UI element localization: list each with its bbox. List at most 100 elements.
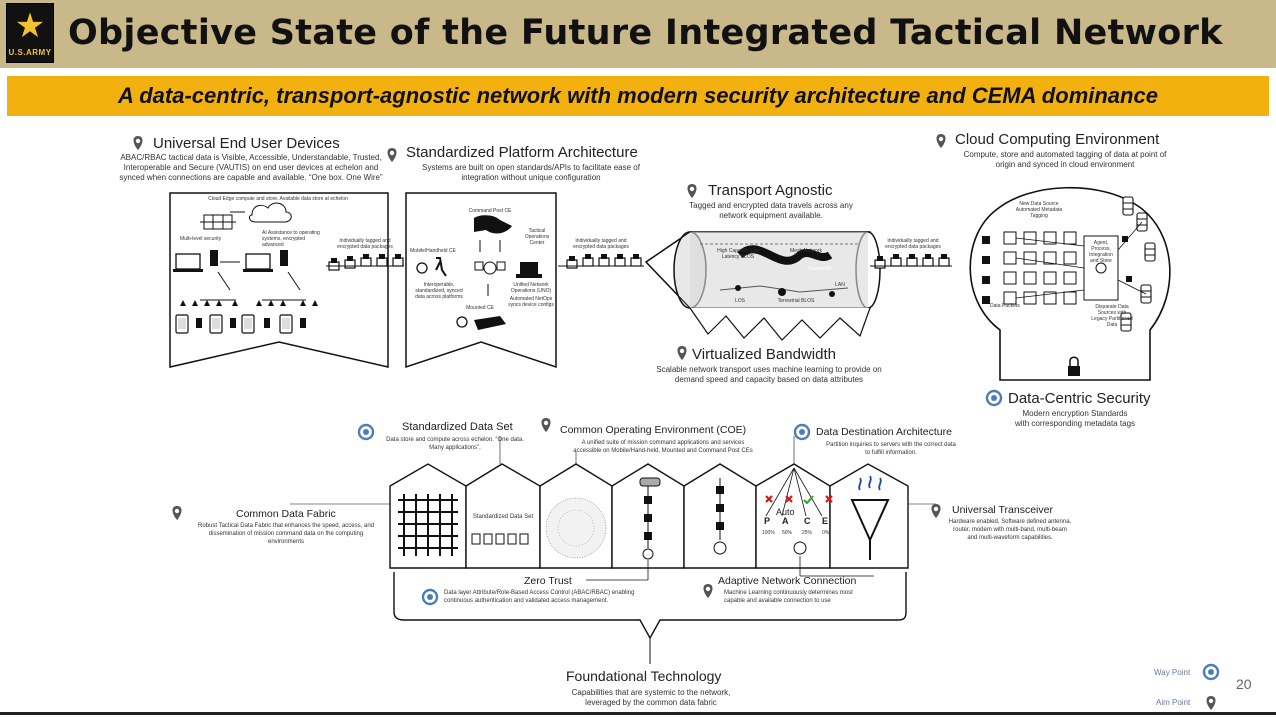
header-bar xyxy=(0,0,1276,68)
command-post-label: Command Post CE xyxy=(468,208,512,214)
subtitle: A data-centric, transport-agnostic netwo… xyxy=(118,83,1158,108)
desc-line: dissemination of mission command data on… xyxy=(208,531,364,537)
desc-line: network equipment available. xyxy=(719,211,823,220)
coe-desc: A unified suite of mission command appli… xyxy=(548,439,778,455)
page-number: 20 xyxy=(1236,676,1252,692)
desc-line: Capabilities that are systemic to the ne… xyxy=(571,688,731,697)
pace-pct-1: 50% xyxy=(782,530,793,536)
desc-line: integration without unique configuration xyxy=(461,173,601,182)
desc-line: Hardware enabled, Software defined anten… xyxy=(948,519,1072,525)
desc-line: Interoperable and Secure (VAUTIS) on end… xyxy=(123,163,379,172)
toc-label: Tactical Operations Center xyxy=(524,228,550,246)
diagram-graphics xyxy=(133,134,1220,710)
desc-line: demand speed and capacity based on data … xyxy=(674,375,864,384)
multilevel-label: Multi-level security xyxy=(180,236,222,242)
pace-a: A xyxy=(782,516,789,526)
desc-line: Robust Tactical Data Fabric that enhance… xyxy=(198,523,374,529)
desc-line: A unified suite of mission command appli… xyxy=(581,440,745,446)
adaptive-network-desc: Machine Learning continuously determines… xyxy=(724,589,894,605)
zero-trust-desc: Data layer Attribute/Role-Based Access C… xyxy=(444,589,674,605)
high-capacity-label: High Capacity Low Latency BLOS xyxy=(717,248,759,260)
cloud-computing-desc: Compute, store and automated tagging of … xyxy=(930,150,1200,170)
bandwidth-label: Bandwidth xyxy=(808,266,832,272)
pace-c: C xyxy=(804,516,811,526)
uno-desc: Automated NetOps syncs device configs xyxy=(508,296,554,308)
pace-auto: Auto xyxy=(776,507,795,517)
data-packets-label: Data Packets xyxy=(990,303,1020,309)
data-centric-security-desc: Modern encryption Standards with corresp… xyxy=(990,409,1160,429)
desc-line: continuous authentication and validated … xyxy=(444,598,609,604)
los-label: LOS xyxy=(734,298,745,304)
packet-label-1: Individually tagged and encrypted data p… xyxy=(337,238,393,250)
data-centric-security-title: Data-Centric Security xyxy=(1008,390,1151,407)
universal-transceiver-title: Universal Transceiver xyxy=(952,504,1053,516)
mounted-label: Mounted CE xyxy=(466,305,494,311)
desc-line: environments xyxy=(267,539,305,545)
legend-aim-point: Aim Point xyxy=(1156,698,1191,707)
desc-line: router, modem with multi-band, multi-bea… xyxy=(953,527,1067,533)
common-data-fabric-desc: Robust Tactical Data Fabric that enhance… xyxy=(186,522,386,546)
mobile-label: Mobile/Handheld CE xyxy=(410,248,456,254)
uno-label: Unified Network Operations (UNO) xyxy=(510,282,552,294)
desc-line: ABAC/RBAC tactical data is Visible, Acce… xyxy=(120,153,382,162)
desc-line: accessible on Mobile/Hand-held, Mounted … xyxy=(573,448,753,454)
pace-pct-2: 25% xyxy=(802,530,813,536)
desc-line: Systems are built on open standards/APIs… xyxy=(422,163,640,172)
desc-line: Scalable network transport uses machine … xyxy=(656,365,882,374)
terrestrial-label: Terrestrial BLOS xyxy=(777,298,815,304)
lan-label: LAN xyxy=(835,282,845,288)
desc-line: Modern encryption Standards xyxy=(1022,409,1128,418)
foundational-title: Foundational Technology xyxy=(566,668,722,684)
interop-label: Interoperable, standardized, synced data… xyxy=(415,282,463,300)
transport-agnostic-title: Transport Agnostic xyxy=(708,182,833,199)
desc-line: Partition inquiries to servers with the … xyxy=(826,442,956,448)
desc-line: and multi-waveform capabilities. xyxy=(967,535,1053,541)
page-title: Objective State of the Future Integrated… xyxy=(68,13,1223,53)
desc-line: capable and available connection to use xyxy=(724,598,831,604)
desc-line: Compute, store and automated tagging of … xyxy=(963,150,1167,159)
new-source-label: New Data Source Automated Metadata Taggi… xyxy=(1015,201,1063,219)
transport-agnostic-desc: Tagged and encrypted data travels across… xyxy=(656,201,886,221)
desc-line: to fulfill information. xyxy=(865,450,917,456)
desc-line: Machine Learning continuously determines… xyxy=(724,590,853,596)
ai-label: AI Assistance to operating systems, encr… xyxy=(262,230,320,248)
army-logo: ★ U.S.ARMY xyxy=(6,3,54,63)
universal-end-user-title: Universal End User Devices xyxy=(153,135,340,152)
desc-line: leveraged by the common data fabric xyxy=(585,698,717,707)
desc-line: origin and synced in cloud environment xyxy=(995,160,1135,169)
pace-e: E xyxy=(822,516,829,526)
standardized-data-set-title: Standardized Data Set xyxy=(402,421,513,433)
data-set-inner-label: Standardized Data Set xyxy=(472,514,534,520)
virtualized-bandwidth-desc: Scalable network transport uses machine … xyxy=(626,365,912,385)
subtitle-bar xyxy=(7,76,1269,116)
universal-transceiver-desc: Hardware enabled, Software defined anten… xyxy=(930,518,1090,542)
logo-text: U.S.ARMY xyxy=(8,48,52,57)
packet-label-3: Individually tagged and encrypted data p… xyxy=(885,238,941,250)
data-destination-desc: Partition inquiries to servers with the … xyxy=(806,441,976,457)
star-icon: ★ xyxy=(14,7,46,45)
desc-line: synced when connections are capable and … xyxy=(119,173,383,182)
common-data-fabric-title: Common Data Fabric xyxy=(236,508,336,520)
packet-label-2: Individually tagged and encrypted data p… xyxy=(573,238,629,250)
desc-line: Many applications”. xyxy=(429,445,481,451)
desc-line: with corresponding metadata tags xyxy=(1014,419,1136,428)
data-destination-title: Data Destination Architecture xyxy=(816,426,952,438)
pace-p: P xyxy=(764,516,771,526)
zero-trust-title: Zero Trust xyxy=(524,575,572,587)
pace-pct-3: 0% xyxy=(822,530,830,536)
standardized-platform-desc: Systems are built on open standards/APIs… xyxy=(396,163,666,183)
adaptive-network-title: Adaptive Network Connection xyxy=(718,575,857,587)
agent-label: Agent, Process, Integration and Store xyxy=(1089,240,1113,264)
standardized-data-set-desc: Data store and compute across echelon. “… xyxy=(380,436,530,452)
standardized-platform-title: Standardized Platform Architecture xyxy=(406,144,638,161)
foundational-desc: Capabilities that are systemic to the ne… xyxy=(546,688,756,708)
cloud-edge-caption: Cloud Edge compute and store. Available … xyxy=(208,196,348,202)
desc-line: Data layer Attribute/Role-Based Access C… xyxy=(444,590,635,596)
pace-pct-0: 100% xyxy=(762,530,775,536)
virtualized-bandwidth-title: Virtualized Bandwidth xyxy=(692,346,836,363)
bottom-rule xyxy=(0,712,1276,715)
disparate-label: Disparate Data Sources with Legacy Parti… xyxy=(1091,304,1133,328)
desc-line: Tagged and encrypted data travels across… xyxy=(689,201,853,210)
desc-line: Data store and compute across echelon. “… xyxy=(386,437,524,443)
mesh-label: Mesh Network xyxy=(790,248,822,254)
